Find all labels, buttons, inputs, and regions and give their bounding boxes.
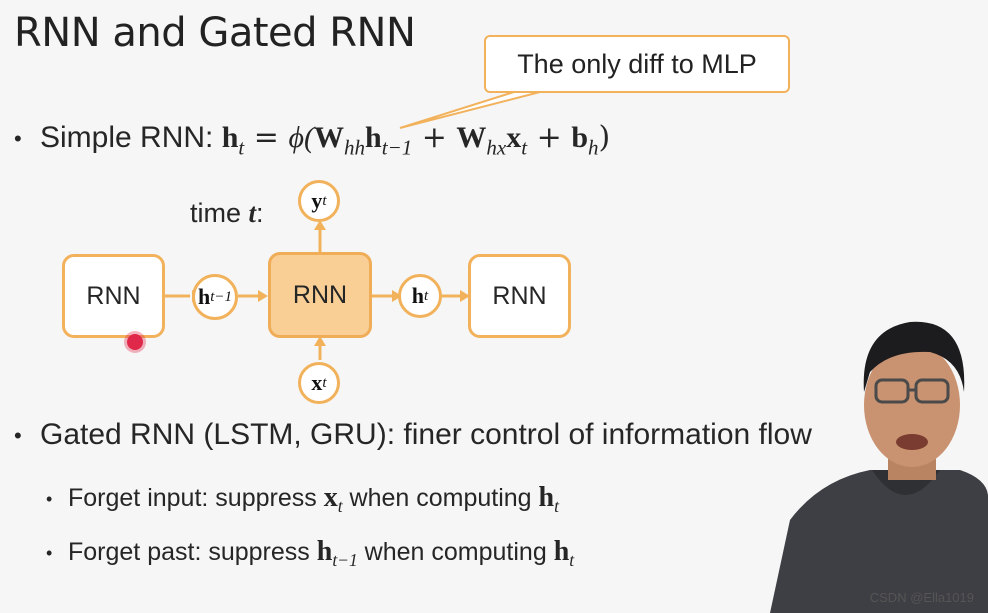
slide-title: RNN and Gated RNN	[14, 10, 416, 56]
rnn-formula: ht = ϕ(Whhht−1 + Whxxt + bh)	[221, 120, 611, 160]
rnn-box-right: RNN	[468, 254, 571, 338]
callout-box: The only diff to MLP	[484, 35, 790, 93]
bullet-gated-text: Gated RNN (LSTM, GRU): finer control of …	[40, 418, 812, 451]
bullet-dot: •	[14, 423, 22, 449]
bullet-simple-rnn: • Simple RNN: ht = ϕ(Whhht−1 + Whxxt + bh…	[14, 120, 610, 160]
rnn-box-left: RNN	[62, 254, 165, 338]
sub-bullet-forget-past: •Forget past: suppress ht−1 when computi…	[46, 536, 575, 571]
sub-bullet-dot: •	[46, 542, 53, 563]
bullet-dot: •	[14, 126, 22, 152]
sub-bullet-forget-input: •Forget input: suppress xt when computin…	[46, 482, 559, 517]
bullet-gated-rnn: • Gated RNN (LSTM, GRU): finer control of…	[14, 418, 812, 452]
rnn-box-current: RNN	[268, 252, 372, 338]
sub-bullet-dot: •	[46, 488, 53, 509]
bullet-label: Simple RNN:	[40, 121, 214, 154]
time-label: time t:	[190, 198, 264, 228]
csdn-watermark: CSDN @Ella1019	[869, 590, 974, 605]
pointer-cursor	[127, 334, 143, 350]
